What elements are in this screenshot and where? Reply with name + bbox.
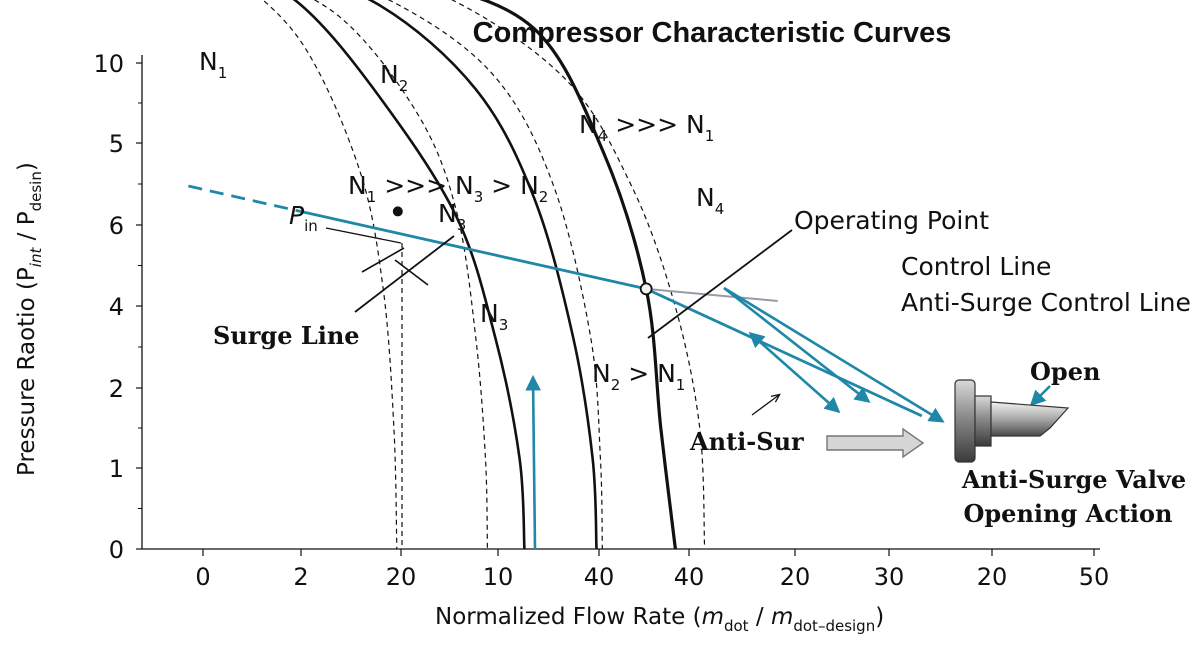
y-tick-label: 10 (93, 50, 124, 78)
x-tick-label: 10 (483, 563, 514, 591)
label-n2-top: N2 (380, 60, 408, 95)
y-tick-label: 5 (109, 130, 124, 158)
label-n2-gt-n1: N2 > N1 (592, 359, 685, 394)
label-anti-surge-control-line: Anti-Surge Control Line (901, 288, 1191, 317)
y-tick-label: 2 (109, 375, 124, 403)
label-n4-relation: N4 >>> N1 (579, 110, 714, 145)
anti-sur-arrow (751, 395, 779, 416)
speed-curve-n4-dashed (451, 0, 706, 550)
speed-curve-n3-dashed (387, 0, 603, 550)
label-open: Open (1030, 357, 1100, 386)
y-tick-label: 1 (109, 455, 124, 483)
label-n1-top: N1 (199, 47, 227, 82)
pin-leader (325, 227, 402, 244)
label-pin: Pin (289, 201, 318, 235)
speed-curve-n2-dashed (313, 0, 489, 550)
label-anti-sur: Anti-Sur (689, 427, 804, 456)
x-tick-label: 40 (674, 563, 705, 591)
surge-tick-a (361, 247, 405, 273)
flow-arrows (525, 286, 1051, 550)
label-valve-line2: Opening Action (963, 499, 1172, 528)
operating-point-leader (647, 229, 793, 339)
axes (141, 55, 1100, 550)
label-valve-line1: Anti-Surge Valve (961, 465, 1186, 494)
speed-curve-n3-solid (367, 0, 598, 550)
valve-arrow-2 (723, 286, 871, 403)
x-axis-label: Normalized Flow Rate (mdot / mdot–design… (435, 604, 884, 635)
surge-tick-b (394, 259, 429, 286)
points (392, 206, 653, 296)
x-tick-label: 20 (977, 563, 1008, 591)
label-control-line: Control Line (901, 252, 1051, 281)
x-ticks: 0 2 20 10 40 40 20 30 20 50 (195, 549, 1109, 591)
speed-curves (262, 0, 706, 550)
label-surge-line: Surge Line (213, 321, 360, 350)
x-tick-label: 30 (874, 563, 905, 591)
y-tick-label: 0 (109, 536, 124, 564)
label-speed-relation: N1 >>> N3 > N2 (348, 171, 548, 206)
x-tick-label: 50 (1079, 563, 1110, 591)
surge-line-dashed (188, 184, 301, 213)
valve-arrow-3 (723, 286, 945, 423)
y-tick-label: 6 (109, 212, 124, 240)
anti-surge-valve-icon (954, 379, 1070, 463)
label-n3-mid: N3 (438, 199, 466, 234)
flow-up-arrow (525, 374, 541, 550)
x-tick-label: 0 (195, 563, 210, 591)
y-axis-label: Pressure Raotio (Pint / Pdesin) (14, 162, 45, 476)
x-tick-label: 20 (386, 563, 417, 591)
x-tick-label: 2 (293, 563, 308, 591)
speed-curve-n1-dashed (262, 0, 398, 550)
right-arrow-icon (826, 427, 925, 459)
speed-curve-n4-solid (479, 0, 677, 550)
open-arrow (1029, 385, 1051, 407)
surge-line-leader (354, 235, 455, 313)
x-tick-label: 40 (584, 563, 615, 591)
speed-curve-n1-solid (292, 0, 526, 550)
operating-point-marker (639, 282, 653, 296)
surge-line (300, 210, 647, 291)
annotation-strokes (325, 227, 793, 549)
valve-arrow-1 (748, 331, 841, 414)
label-n4-mid: N4 (696, 183, 724, 218)
y-tick-label: 4 (109, 293, 124, 321)
chart-title: Compressor Characteristic Curves (473, 17, 952, 49)
x-tick-label: 20 (780, 563, 811, 591)
label-n3-low: N3 (480, 299, 508, 334)
anti-surge-control-line (646, 287, 778, 302)
pin-point-marker (392, 206, 403, 217)
labels: N1 N2 N4 >>> N1 N1 >>> N3 > N2 N3 N4 N3 … (199, 47, 1191, 528)
label-operating-point: Operating Point (794, 206, 989, 235)
